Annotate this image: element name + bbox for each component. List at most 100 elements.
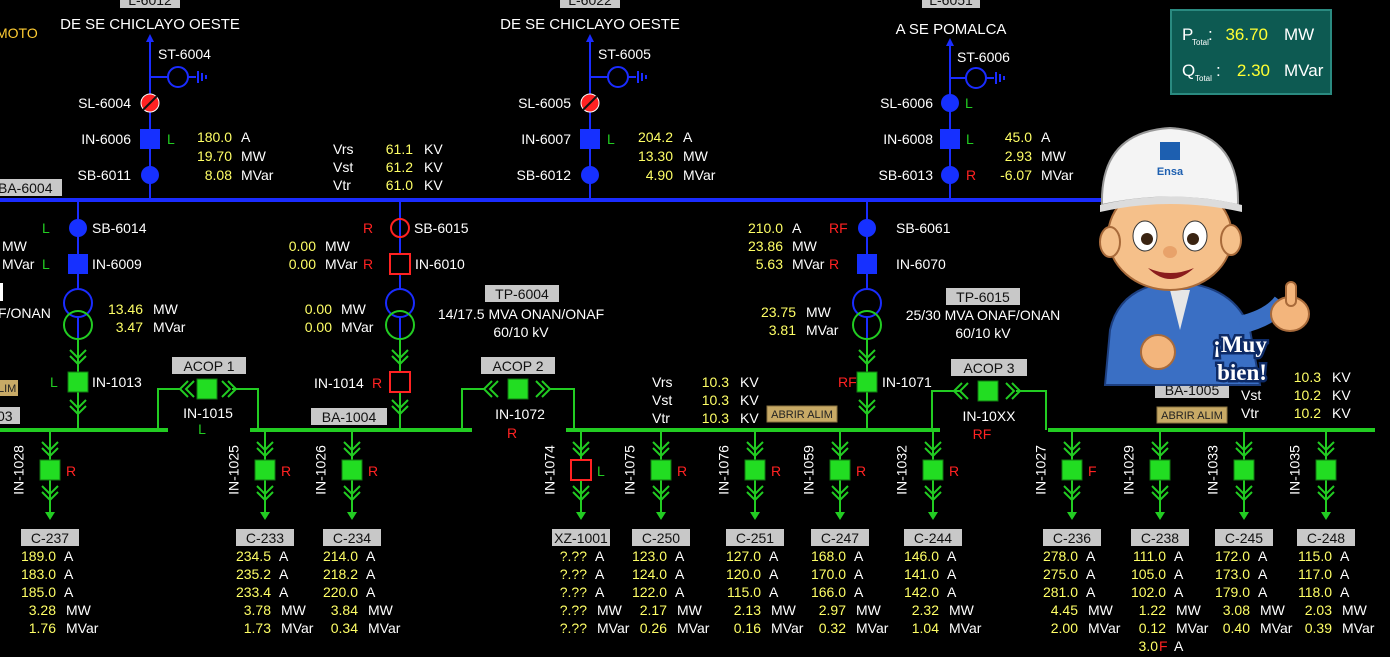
feeder-state: R — [66, 463, 76, 479]
feeder-state: R — [856, 463, 866, 479]
source-line-2[interactable]: L-6022 DE SE CHICLAYO OESTE ST-6005 SL-6… — [500, 0, 716, 200]
feeder-breaker-icon[interactable] — [650, 459, 672, 481]
transformer-bay-1[interactable]: SB-6014 L IN-6009 L MW MVar F/ONAN 13.46… — [0, 200, 186, 430]
mw-unit: MW — [1041, 148, 1067, 164]
feeder-breaker-icon[interactable] — [1315, 459, 1337, 481]
ground-switch-icon[interactable] — [965, 67, 987, 89]
in-label: IN-6070 — [896, 256, 946, 272]
disconnector-icon[interactable] — [941, 166, 959, 184]
coupler-acop-3[interactable]: ACOP 3 IN-10XX RF — [931, 359, 1047, 442]
feeder-breaker-icon[interactable] — [254, 459, 276, 481]
current-unit: A — [241, 129, 251, 145]
vtr-label: Vtr — [652, 410, 670, 426]
disconnector-icon[interactable] — [858, 219, 876, 237]
chevron-down-icon — [256, 441, 274, 452]
abrir-alim-button-3[interactable]: ABRIR ALIM — [766, 405, 838, 423]
in-state: R — [363, 256, 373, 272]
chevron-down-icon — [652, 485, 670, 496]
coupler-breaker-icon[interactable] — [977, 380, 999, 402]
transformer-bay-2[interactable]: SB-6015 R IN-6010 R 0.00 MW 0.00 MVar 0.… — [289, 200, 604, 430]
abrir-alim-button-4[interactable]: ABRIR ALIM — [1156, 406, 1228, 424]
line-switch-icon[interactable] — [941, 94, 959, 112]
breaker-icon[interactable] — [857, 254, 877, 274]
source-line-1[interactable]: L-6012 DE SE CHICLAYO OESTE ST-6004 SL-6… — [60, 0, 274, 200]
feeder-breaker-icon[interactable] — [922, 459, 944, 481]
feeder-a1-value: 168.0 — [811, 548, 846, 564]
chevron-down-icon — [572, 485, 590, 496]
ground-switch-icon[interactable] — [607, 66, 629, 88]
lv-breaker-icon[interactable] — [67, 371, 89, 393]
vtr-label: Vtr — [333, 177, 351, 193]
ground-switch-icon[interactable] — [167, 66, 189, 88]
feeder-tag: C-234 — [333, 530, 371, 546]
state-label: L — [167, 131, 175, 147]
breaker-icon[interactable] — [68, 254, 88, 274]
cap-text: Ensa — [1157, 166, 1184, 178]
feeder-mvar-value: 2.00 — [1051, 620, 1078, 636]
svg-text::: : — [1208, 25, 1213, 44]
feeder-breaker-icon[interactable] — [829, 459, 851, 481]
lv-breaker-icon[interactable] — [856, 371, 878, 393]
breaker-icon[interactable] — [580, 129, 600, 149]
feeder-in-label: IN-1027 — [1033, 445, 1049, 495]
chevron-down-icon — [746, 447, 764, 458]
feeder-a1-unit: A — [1174, 548, 1184, 564]
sb-label: SB-6014 — [92, 220, 147, 236]
coupler-breaker-icon[interactable] — [196, 378, 218, 400]
bus-tag-ba6004[interactable]: BA-6004 — [0, 179, 62, 196]
source-line-3[interactable]: L-6051 A SE POMALCA ST-6006 SL-6006 L IN… — [879, 0, 1074, 200]
feeder-a1-unit: A — [947, 548, 957, 564]
feeder-state: R — [771, 463, 781, 479]
transformer-lv-icon — [63, 310, 93, 340]
feeder-mw-value: 2.17 — [640, 602, 667, 618]
lv-breaker-icon[interactable] — [389, 371, 411, 393]
feeder-breaker-icon[interactable] — [570, 459, 592, 481]
feeder-breaker-icon[interactable] — [744, 459, 766, 481]
coupler-acop-1[interactable]: ACOP 1 IN-1015 L — [157, 357, 259, 437]
feeder-mw-unit: MW — [66, 602, 92, 618]
transformer-ratio: 60/10 kV — [493, 324, 549, 340]
feeder-a3-unit: A — [947, 584, 957, 600]
mw-unit: MW — [341, 301, 367, 317]
feeder-state: R — [368, 463, 378, 479]
disconnector-icon[interactable] — [69, 219, 87, 237]
disconnector-icon[interactable] — [390, 218, 410, 238]
breaker-icon[interactable] — [940, 129, 960, 149]
disconnector-icon[interactable] — [581, 166, 599, 184]
breaker-icon[interactable] — [389, 253, 411, 275]
vst-value: 10.2 — [1294, 387, 1321, 403]
coupler-acop-2[interactable]: ACOP 2 IN-1072 R — [461, 357, 575, 441]
feeder-mw-unit: MW — [368, 602, 394, 618]
feeder-breaker-icon[interactable] — [39, 459, 61, 481]
disconnector-icon[interactable] — [141, 166, 159, 184]
feeder-breaker-icon[interactable] — [1233, 459, 1255, 481]
coupler-breaker-icon[interactable] — [507, 378, 529, 400]
transformer-bay-3[interactable]: SB-6061 RF IN-6070 R 210.0 A 23.86 MW 5.… — [748, 200, 1060, 430]
feeder-breaker-icon[interactable] — [1149, 459, 1171, 481]
chevron-down-icon — [41, 491, 59, 502]
abrir-label: ABRIR ALIM — [1161, 410, 1223, 422]
breaker-icon[interactable] — [140, 129, 160, 149]
feeder-mw-value: 3.08 — [1223, 602, 1250, 618]
hv-mw-unit: MW — [792, 238, 818, 254]
sl-state: L — [965, 95, 973, 111]
feeder-a2-value: 105.0 — [1131, 566, 1166, 582]
feeder-a1-value: 146.0 — [904, 548, 939, 564]
feeder-breaker-icon[interactable] — [341, 459, 363, 481]
feeder-breaker-icon[interactable] — [1061, 459, 1083, 481]
mv-bus-3: Vrs Vst Vtr 10.3 10.3 10.3 KV KV KV — [566, 374, 940, 432]
feeder-a2-value: 173.0 — [1215, 566, 1250, 582]
